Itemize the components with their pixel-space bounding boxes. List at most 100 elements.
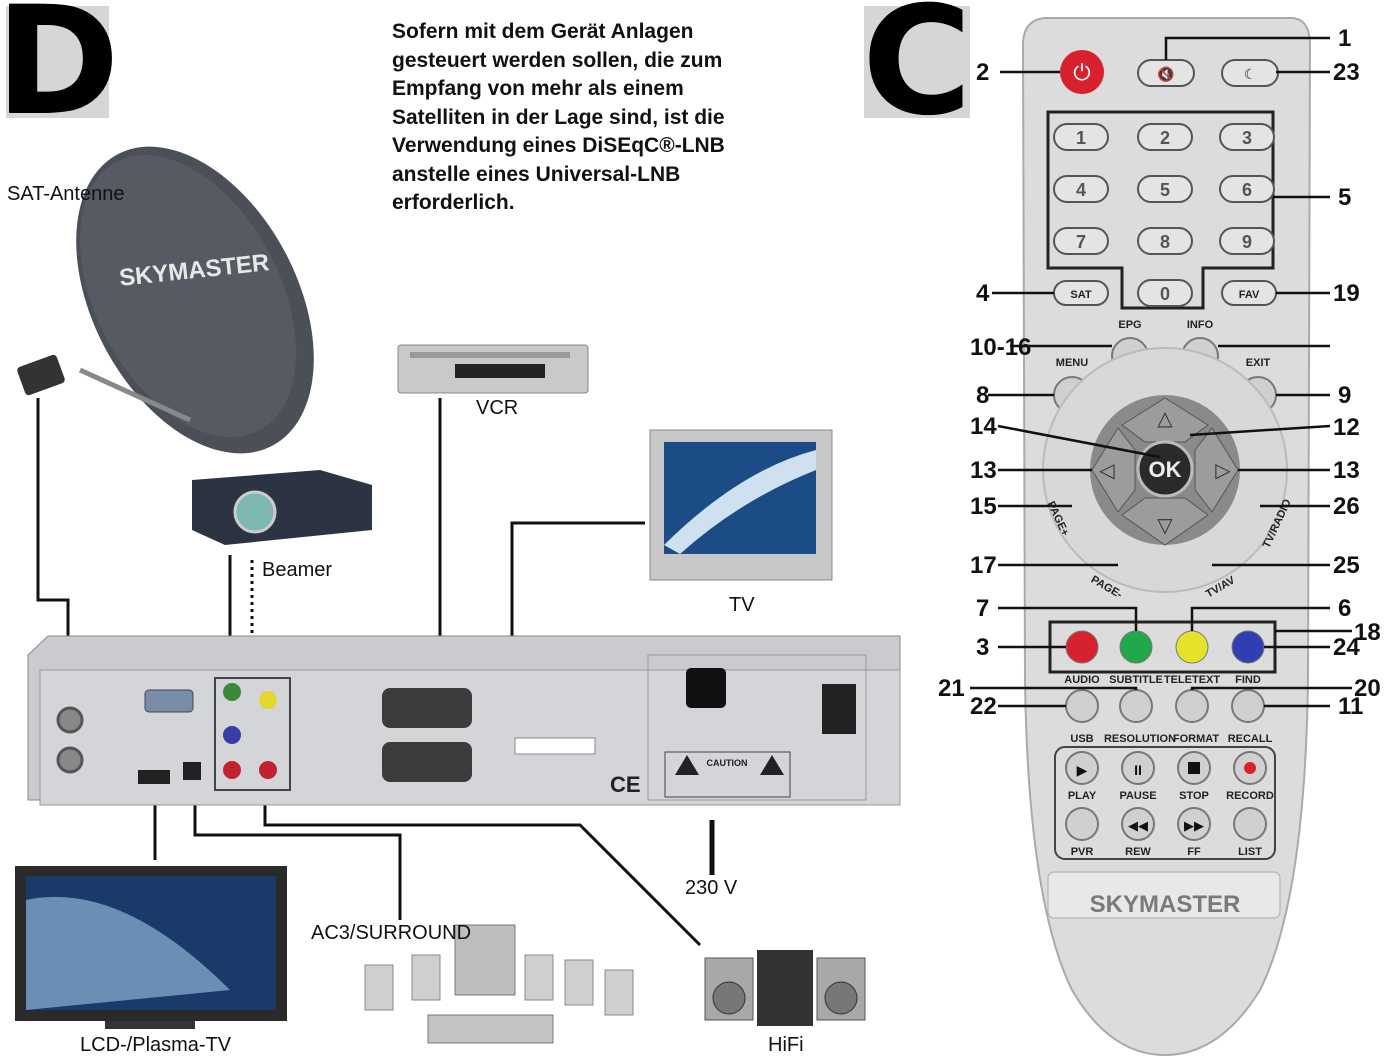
note-line: anstelle eines Universal-LNB	[392, 162, 681, 186]
rew-label: REW	[1125, 846, 1151, 858]
callout-lines	[970, 36, 1352, 708]
left-arrow-icon: ◁	[1099, 460, 1115, 482]
ok-label: OK	[1149, 457, 1182, 482]
callout-14: 14	[970, 413, 997, 440]
callout-11: 11	[1338, 693, 1363, 720]
callout-7: 7	[976, 595, 989, 622]
hifi-cable	[263, 785, 702, 947]
digit-key-3[interactable]	[1219, 123, 1275, 151]
format-label: FORMAT	[1173, 733, 1220, 745]
callout-12: 12	[1333, 414, 1360, 441]
format-button[interactable]	[1175, 689, 1209, 723]
digit-key-0[interactable]	[1137, 279, 1193, 307]
play-label: PLAY	[1068, 790, 1097, 802]
subtitle-label: SUBTITLE	[1109, 674, 1163, 686]
green-key[interactable]	[1119, 630, 1153, 664]
blue-key[interactable]	[1231, 630, 1265, 664]
callout-4: 4	[976, 280, 990, 307]
callout-5: 5	[1338, 184, 1351, 211]
digit-key-1[interactable]	[1053, 123, 1109, 151]
callout-18: 18	[1354, 619, 1381, 646]
note-line: Satelliten in der Lage sind, ist die	[392, 105, 725, 129]
rewind-icon: ◀◀	[1128, 818, 1148, 833]
recall-label: RECALL	[1228, 733, 1273, 745]
digit-label: 1	[1076, 128, 1086, 148]
digit-key-7[interactable]	[1053, 227, 1109, 255]
play-icon: ▶	[1077, 762, 1088, 778]
label-beamer: Beamer	[262, 559, 333, 581]
power-button[interactable]	[1060, 50, 1104, 94]
beamer-device	[192, 470, 372, 545]
play-button[interactable]	[1065, 751, 1099, 785]
info-label: INFO	[1187, 319, 1214, 331]
callout-10-16: 10-16	[970, 334, 1031, 361]
digit-label: 0	[1160, 284, 1170, 304]
note-line: Sofern mit dem Gerät Anlagen	[392, 20, 694, 43]
note-line: gesteuert werden sollen, die zum	[392, 48, 723, 72]
digit-key-5[interactable]	[1137, 175, 1193, 203]
pvr-button[interactable]	[1065, 807, 1099, 841]
lcd-tv	[15, 866, 287, 1029]
callout-21: 21	[938, 675, 965, 702]
ff-button[interactable]	[1177, 807, 1211, 841]
stop-icon	[1188, 762, 1200, 774]
list-button[interactable]	[1233, 807, 1267, 841]
callout-22: 22	[970, 693, 997, 720]
digit-key-4[interactable]	[1053, 175, 1109, 203]
pvr-label: PVR	[1071, 846, 1094, 858]
note-line: erforderlich.	[392, 191, 515, 214]
callout-3: 3	[976, 634, 989, 661]
digit-label: 5	[1160, 180, 1170, 200]
digit-key-2[interactable]	[1137, 123, 1193, 151]
recall-button[interactable]	[1231, 689, 1265, 723]
yellow-key[interactable]	[1175, 630, 1209, 664]
hifi-system	[704, 950, 866, 1026]
mute-icon: 🔇	[1157, 66, 1174, 83]
pause-label: PAUSE	[1119, 790, 1156, 802]
down-button[interactable]	[1121, 497, 1209, 546]
usb-button[interactable]	[1065, 689, 1099, 723]
callout-20: 20	[1354, 675, 1381, 702]
power-icon: ⏻	[1073, 60, 1090, 85]
callout-23: 23	[1333, 59, 1360, 86]
label-surround: AC3/SURROUND	[311, 922, 472, 944]
callout-15: 15	[970, 493, 997, 520]
caution-label: CAUTION	[707, 758, 748, 768]
digit-label: 2	[1160, 128, 1170, 148]
rew-button[interactable]	[1121, 807, 1155, 841]
ce-mark: CE	[610, 772, 641, 797]
callout-17: 17	[970, 552, 997, 579]
resolution-button[interactable]	[1119, 689, 1153, 723]
menu-label: MENU	[1056, 357, 1088, 369]
teletext-label: TELETEXT	[1164, 674, 1221, 686]
digit-label: 3	[1242, 128, 1252, 148]
callout-1: 1	[1338, 25, 1351, 52]
digit-label: 7	[1076, 232, 1086, 252]
satellite-dish: SKYMASTER	[17, 146, 314, 454]
pause-button[interactable]	[1121, 751, 1155, 785]
audio-label: AUDIO	[1064, 674, 1100, 686]
find-label: FIND	[1235, 674, 1261, 686]
list-label: LIST	[1238, 846, 1262, 858]
red-key[interactable]	[1065, 630, 1099, 664]
vcr-device	[397, 344, 589, 394]
exit-label: EXIT	[1246, 357, 1271, 369]
surround-system	[364, 924, 634, 1044]
record-label: RECORD	[1226, 790, 1274, 802]
callout-2: 2	[976, 59, 989, 86]
digit-key-8[interactable]	[1137, 227, 1193, 255]
pause-icon: II	[1134, 762, 1142, 778]
sat-label: SAT	[1070, 289, 1091, 301]
digit-label: 9	[1242, 232, 1252, 252]
epg-label: EPG	[1118, 319, 1141, 331]
fast-forward-icon: ▶▶	[1184, 818, 1204, 833]
digit-label: 4	[1076, 180, 1086, 200]
ff-label: FF	[1187, 846, 1201, 858]
record-icon	[1244, 762, 1256, 774]
label-sat-antenna: SAT-Antenne	[7, 183, 125, 205]
remote-brand-logo: SKYMASTER	[1090, 891, 1241, 918]
digit-key-9[interactable]	[1219, 227, 1275, 255]
right-button[interactable]	[1194, 427, 1239, 513]
digit-key-6[interactable]	[1219, 175, 1275, 203]
label-vcr: VCR	[476, 397, 519, 419]
